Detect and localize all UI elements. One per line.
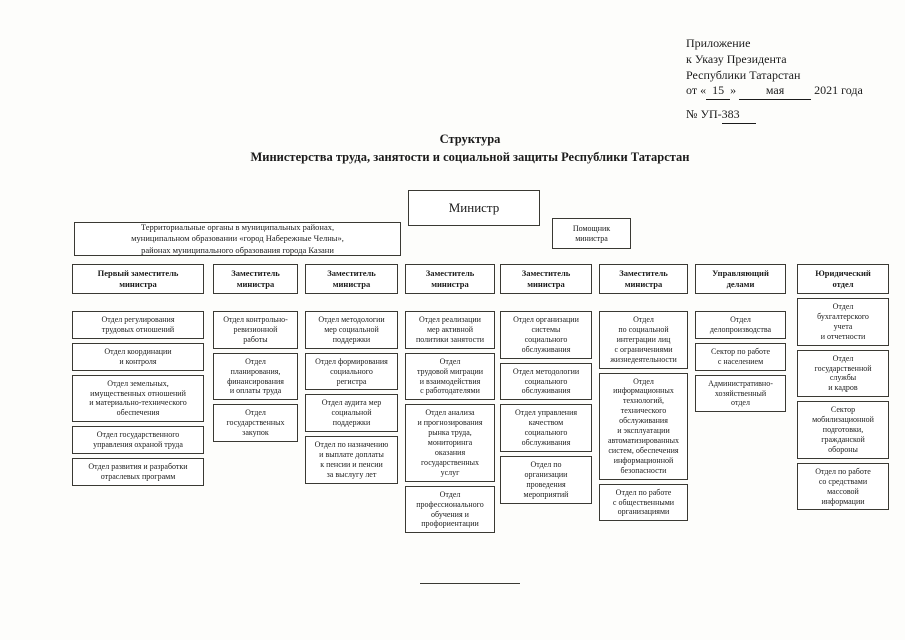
dept-box: Отдел государственных закупок [213,404,298,443]
dept-box: Отдел планирования, финансирования и опл… [213,352,298,401]
dept-box: Отдел государственной службы и кадров [797,349,889,398]
number-value: 383 [721,107,756,125]
dept-box: Отдел формирования социального регистра [305,352,398,391]
column-items: Отдел контрольно- ревизионной работы Отд… [213,311,298,443]
dept-box: Отдел организации системы социального об… [500,311,592,359]
column-header: Заместитель министра [599,264,688,294]
column-administrator: Управляющий делами Отдел делопроизводств… [695,264,786,413]
dept-box: Отдел земельных, имущественных отношений… [72,374,204,423]
dept-box: Отдел трудовой миграции и взаимодействия… [405,352,495,401]
dept-box: Административно- хозяйственный отдел [695,374,786,413]
dept-box: Отдел методологии социального обслуживан… [500,362,592,401]
column-deputy-5: Заместитель министра Отдел по социальной… [599,264,688,522]
dept-box: Отдел делопроизводства [695,311,786,339]
column-header: Заместитель министра [405,264,495,294]
dept-box: Отдел анализа и прогнозирования рынка тр… [405,404,495,482]
page-title: Структура Министерства труда, занятости … [40,130,900,166]
dept-box: Отдел по работе с общественными организа… [599,483,688,522]
dept-box: Отдел государственного управления охрано… [72,426,204,455]
date-year: 2021 года [814,83,863,98]
date-quote-close: » [730,83,737,98]
title-line-1: Структура [439,132,501,146]
column-items: Отдел реализации мер активной политики з… [405,311,495,534]
number-label: № УП- [686,107,722,122]
column-header: Юридический отдел [797,264,889,294]
column-items: Отдел по социальной интеграции лиц с огр… [599,311,688,522]
annotation-line: к Указу Президента [686,51,787,66]
column-items: Отдел организации системы социального об… [500,311,592,504]
dept-box: Сектор по работе с населением [695,342,786,371]
annotation-line: Республики Татарстан [686,67,801,82]
dept-box: Отдел управления качеством социального о… [500,404,592,452]
dept-box: Отдел по социальной интеграции лиц с огр… [599,311,688,369]
territorial-bodies-box: Территориальные органы в муниципальных р… [74,222,401,256]
bottom-rule [420,583,520,584]
column-deputy-2: Заместитель министра Отдел методологии м… [305,264,398,484]
column-items: Отдел регулирования трудовых отношений О… [72,311,204,486]
annotation: Приложение к Указу Президента Республики… [686,36,898,125]
dept-box: Отдел регулирования трудовых отношений [72,311,204,339]
column-items: Отдел методологии мер социальной поддерж… [305,311,398,484]
annotation-line: Приложение [686,36,751,50]
date-month: мая [739,83,812,101]
annotation-number-line: № УП-383 [686,107,898,125]
dept-box: Отдел методологии мер социальной поддерж… [305,311,398,349]
dept-box: Отдел развития и разработки отраслевых п… [72,458,204,486]
column-deputy-1: Заместитель министра Отдел контрольно- р… [213,264,298,443]
dept-box: Отдел реализации мер активной политики з… [405,311,495,349]
dept-box: Отдел по организации проведения мероприя… [500,455,592,504]
column-deputy-3: Заместитель министра Отдел реализации ме… [405,264,495,534]
column-first-deputy: Первый заместитель министра Отдел регули… [72,264,204,486]
dept-box: Отдел контрольно- ревизионной работы [213,311,298,349]
column-items: Отдел бухгалтерского учета и отчетности … [797,298,889,511]
date-day: 15 [706,83,731,101]
title-line-2: Министерства труда, занятости и социальн… [250,150,690,165]
dept-box: Отдел координации и контроля [72,342,204,371]
dept-box: Отдел профессионального обучения и профо… [405,485,495,534]
column-legal: Юридический отдел Отдел бухгалтерского у… [797,264,889,511]
dept-box: Отдел по назначению и выплате доплаты к … [305,436,398,484]
dept-box: Отдел информационных технологий, техниче… [599,372,688,480]
column-header: Заместитель министра [500,264,592,294]
column-deputy-4: Заместитель министра Отдел организации с… [500,264,592,504]
dept-box: Сектор мобилизационной подготовки, гражд… [797,401,889,459]
annotation-date-line: от «15» мая 2021 года [686,83,898,101]
assistant-box: Помощник министра [552,218,631,249]
column-header: Заместитель министра [305,264,398,294]
date-prefix: от « [686,83,707,98]
dept-box: Отдел по работе со средствами массовой и… [797,462,889,511]
column-header: Первый заместитель министра [72,264,204,294]
column-header: Заместитель министра [213,264,298,294]
dept-box: Отдел бухгалтерского учета и отчетности [797,298,889,346]
dept-box: Отдел аудита мер социальной поддержки [305,394,398,433]
minister-box: Министр [408,190,540,226]
column-header: Управляющий делами [695,264,786,294]
column-items: Отдел делопроизводства Сектор по работе … [695,311,786,413]
